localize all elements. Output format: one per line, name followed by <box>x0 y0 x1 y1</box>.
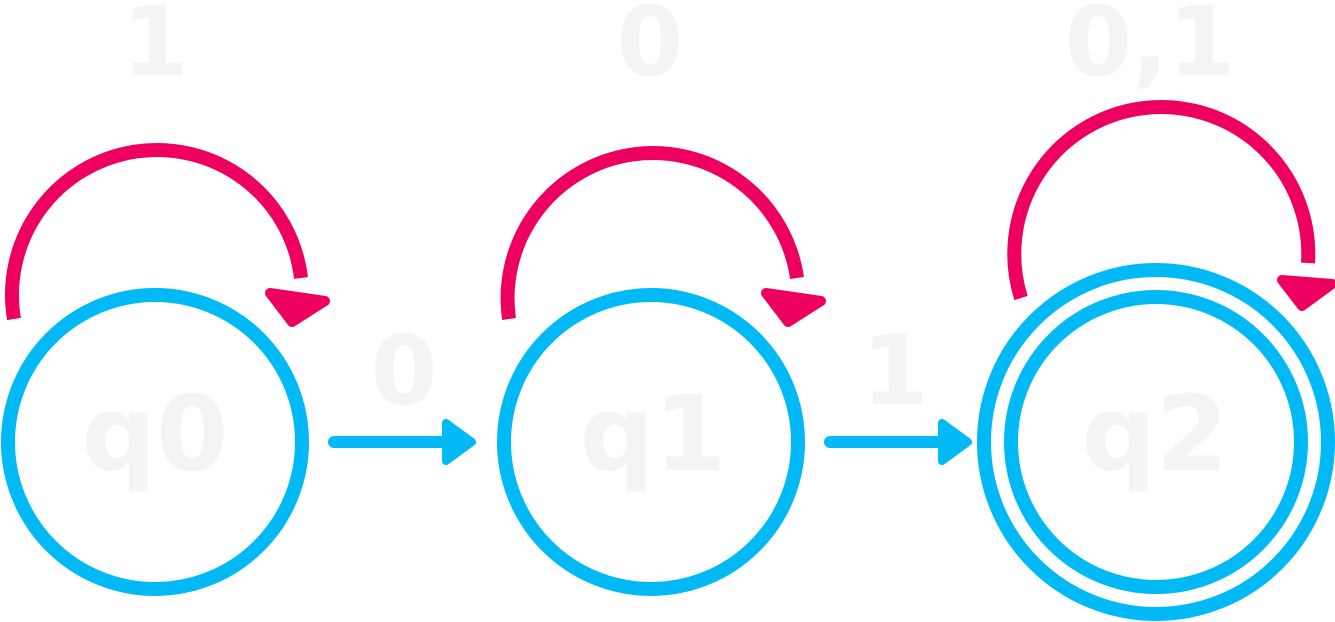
state-label-q0: q0 <box>82 373 229 495</box>
state-circle-q1 <box>497 288 805 596</box>
self-loop-q2 <box>1007 100 1316 301</box>
state-q2: 0,1 q2 <box>977 0 1335 621</box>
transition-label-q0-q1: 0 <box>371 315 438 427</box>
self-loop-label-q1: 0 <box>617 0 684 98</box>
transition-arrowhead-q0-q1 <box>442 419 476 465</box>
self-loop-arrowhead-q2 <box>1277 275 1335 311</box>
self-loop-arrowhead-q0 <box>265 288 330 327</box>
self-loop-q0 <box>5 143 308 321</box>
state-q1: 0 q1 <box>497 0 826 596</box>
transition-arrowhead-q1-q2 <box>938 419 972 465</box>
state-inner-circle-q2 <box>1004 290 1308 594</box>
self-loop-q1 <box>500 146 804 320</box>
self-loop-label-q2: 0,1 <box>1065 0 1235 98</box>
self-loop-arrowhead-q1 <box>761 288 826 327</box>
transition-q1-q2: 1 <box>824 315 972 465</box>
state-label-q1: q1 <box>580 373 727 495</box>
state-circle-q0 <box>1 288 309 596</box>
state-q0: 1 q0 <box>1 0 330 596</box>
transition-label-q1-q2: 1 <box>862 315 929 427</box>
transition-q0-q1: 0 <box>328 315 476 465</box>
state-label-q2: q2 <box>1082 373 1229 495</box>
state-outer-circle-q2 <box>977 263 1335 621</box>
self-loop-label-q0: 1 <box>122 0 189 98</box>
